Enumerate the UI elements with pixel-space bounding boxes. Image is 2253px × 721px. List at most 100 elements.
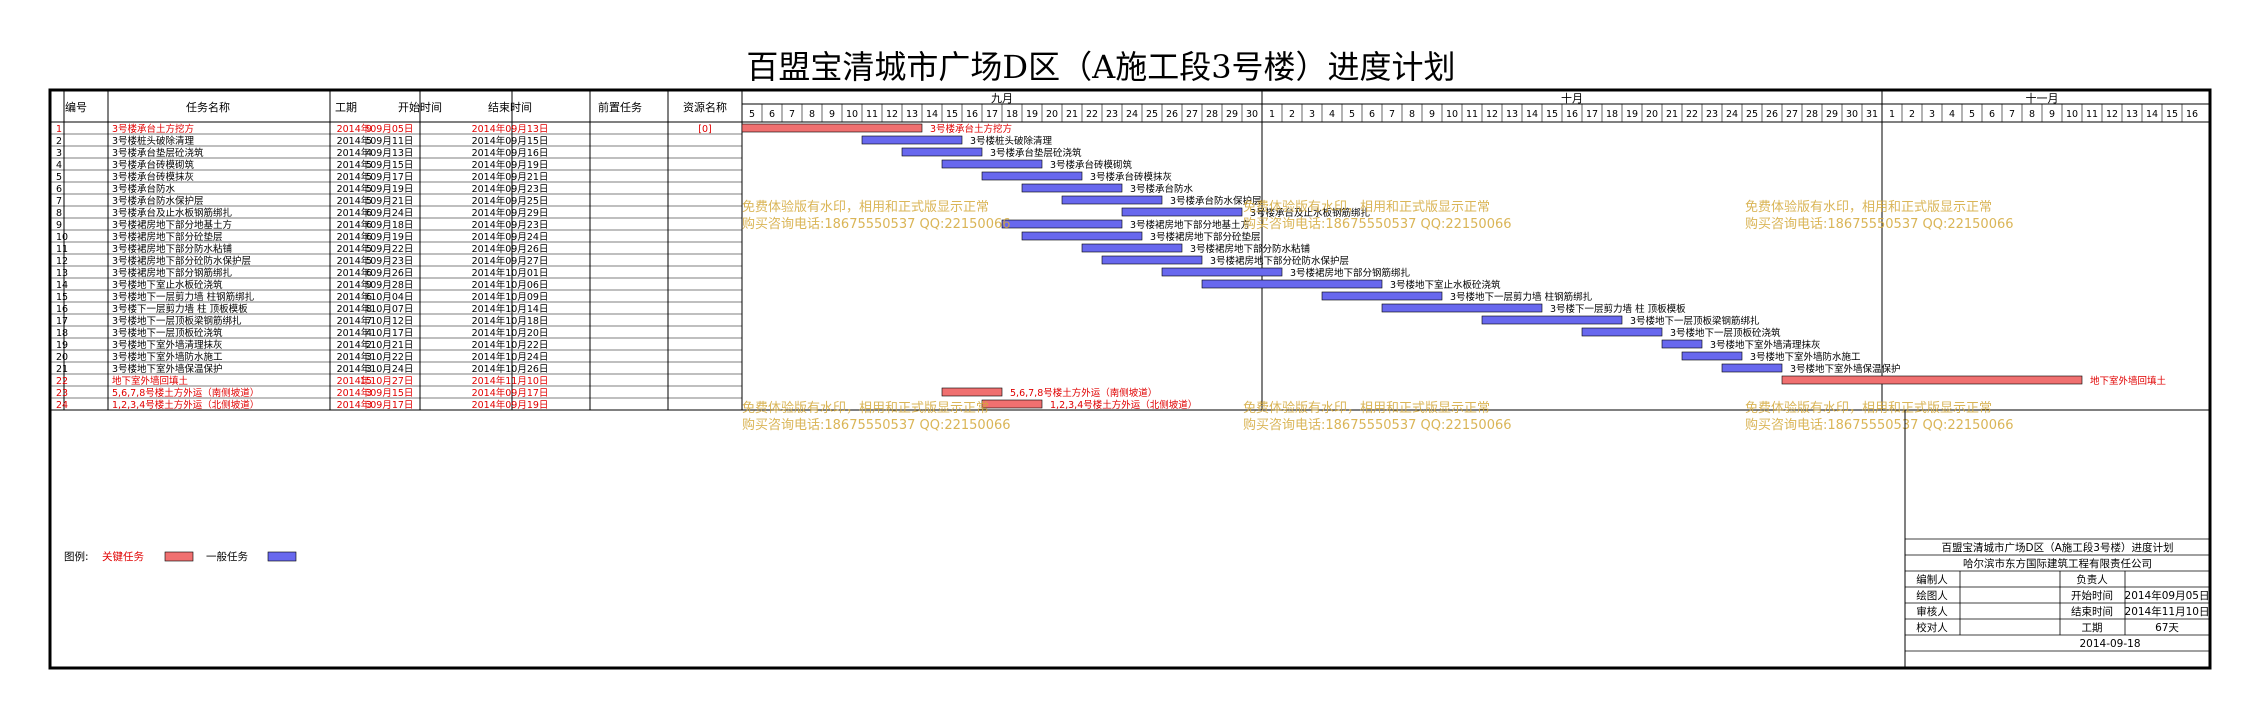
row-id: 15 bbox=[56, 292, 68, 303]
day-label: 25 bbox=[1746, 109, 1758, 120]
watermark-line: 购买咨询电话:18675550537 QQ:22150066 bbox=[1745, 216, 2014, 232]
task-bar-label: 3号楼裙房地下部分砼防水保护层 bbox=[1210, 255, 1349, 267]
legend-label: 图例: bbox=[64, 550, 89, 563]
day-label: 24 bbox=[1726, 109, 1738, 120]
day-label: 3 bbox=[1929, 109, 1935, 120]
task-bar bbox=[1061, 195, 1163, 205]
row-id: 12 bbox=[56, 256, 68, 267]
day-label: 7 bbox=[2009, 109, 2015, 120]
row-duration: 6 bbox=[366, 292, 372, 303]
day-label: 16 bbox=[2186, 109, 2198, 120]
row-id: 9 bbox=[56, 220, 62, 231]
task-bar-label: 3号楼承台砖模砌筑 bbox=[1050, 159, 1133, 171]
task-bar bbox=[901, 147, 983, 157]
drawn-by-label: 绘图人 bbox=[1916, 589, 1948, 602]
header-start: 开始时间 bbox=[398, 100, 442, 114]
row-name: 3号楼地下一层顶板梁钢筋绑扎 bbox=[112, 315, 242, 327]
day-label: 8 bbox=[2029, 109, 2035, 120]
row-start: 2014年09月11日 bbox=[337, 135, 414, 147]
row-id: 17 bbox=[56, 316, 68, 327]
row-duration: 3 bbox=[366, 364, 372, 375]
page-title: 百盟宝清城市广场D区（A施工段3号楼）进度计划 bbox=[746, 48, 1455, 86]
row-duration: 5 bbox=[366, 244, 372, 255]
watermark-line: 购买咨询电话:18675550537 QQ:22150066 bbox=[1243, 417, 1512, 433]
day-label: 25 bbox=[1146, 109, 1158, 120]
row-start: 2014年10月12日 bbox=[337, 315, 414, 327]
month-label: 十月 bbox=[1561, 91, 1583, 105]
row-duration: 9 bbox=[366, 280, 372, 291]
row-end: 2014年10月26日 bbox=[472, 363, 549, 375]
day-label: 13 bbox=[906, 109, 918, 120]
row-end: 2014年09月24日 bbox=[472, 231, 549, 243]
day-label: 10 bbox=[1446, 109, 1458, 120]
day-label: 21 bbox=[1666, 109, 1678, 120]
day-label: 12 bbox=[886, 109, 898, 120]
row-name: 3号楼裙房地下部分砼防水保护层 bbox=[112, 255, 251, 267]
reviewed-by-label: 审核人 bbox=[1916, 605, 1948, 618]
row-end: 2014年09月23日 bbox=[472, 183, 549, 195]
gantt-bars: 3号楼承台土方挖方3号楼桩头破除清理3号楼承台垫层砼浇筑3号楼承台砖模砌筑3号楼… bbox=[741, 123, 2167, 411]
day-label: 8 bbox=[1409, 109, 1415, 120]
row-end: 2014年09月25日 bbox=[472, 195, 549, 207]
row-duration: 9 bbox=[366, 124, 372, 135]
day-label: 8 bbox=[809, 109, 815, 120]
row-name: 3号楼承台及止水板钢筋绑扎 bbox=[112, 207, 233, 219]
task-bar-label: 3号楼裙房地下部分地基土方 bbox=[1130, 219, 1250, 231]
row-id: 24 bbox=[56, 400, 68, 411]
task-bar bbox=[1721, 363, 1783, 373]
day-label: 9 bbox=[829, 109, 835, 120]
day-label: 11 bbox=[1466, 109, 1478, 120]
day-label: 31 bbox=[1866, 109, 1878, 120]
task-bar-label: 3号楼承台及止水板钢筋绑扎 bbox=[1250, 207, 1371, 219]
task-bar-label: 3号楼承台砖模抹灰 bbox=[1090, 171, 1172, 183]
end-value: 2014年11月10日 bbox=[2125, 605, 2210, 618]
row-end: 2014年10月18日 bbox=[472, 315, 549, 327]
row-id: 7 bbox=[56, 196, 62, 207]
task-bar bbox=[981, 171, 1083, 181]
day-label: 14 bbox=[1526, 109, 1538, 120]
task-bar bbox=[1101, 255, 1203, 265]
task-bar bbox=[1481, 315, 1623, 325]
row-start: 2014年09月19日 bbox=[337, 231, 414, 243]
task-bar-label: 3号楼地下室外墙保温保护 bbox=[1790, 363, 1901, 375]
row-end: 2014年09月23日 bbox=[472, 219, 549, 231]
row-start: 2014年09月22日 bbox=[337, 243, 414, 255]
day-label: 29 bbox=[1226, 109, 1238, 120]
day-label: 12 bbox=[1486, 109, 1498, 120]
row-end: 2014年10月22日 bbox=[472, 339, 549, 351]
day-label: 23 bbox=[1106, 109, 1118, 120]
header-pred: 前置任务 bbox=[598, 100, 642, 114]
day-label: 29 bbox=[1826, 109, 1838, 120]
task-bar-label: 3号楼地下室外墙清理抹灰 bbox=[1710, 339, 1821, 351]
legend-normal-swatch bbox=[267, 551, 297, 562]
day-label: 22 bbox=[1686, 109, 1698, 120]
task-bar bbox=[1381, 303, 1543, 313]
row-duration: 6 bbox=[366, 268, 372, 279]
row-end: 2014年09月16日 bbox=[472, 147, 549, 159]
day-label: 9 bbox=[2049, 109, 2055, 120]
day-label: 2 bbox=[1289, 109, 1295, 120]
day-label: 3 bbox=[1309, 109, 1315, 120]
row-id: 13 bbox=[56, 268, 68, 279]
row-id: 19 bbox=[56, 340, 68, 351]
task-bar bbox=[1121, 207, 1243, 217]
month-label: 九月 bbox=[991, 92, 1013, 105]
day-label: 13 bbox=[2126, 109, 2138, 120]
row-duration: 3 bbox=[366, 388, 372, 399]
day-label: 15 bbox=[2166, 109, 2178, 120]
day-label: 14 bbox=[926, 109, 938, 120]
day-label: 15 bbox=[1546, 109, 1558, 120]
day-label: 20 bbox=[1646, 109, 1658, 120]
task-bar bbox=[1021, 231, 1143, 241]
row-end: 2014年10月06日 bbox=[472, 279, 549, 291]
day-label: 9 bbox=[1429, 109, 1435, 120]
row-name: 3号楼承台防水保护层 bbox=[112, 195, 204, 207]
day-label: 5 bbox=[1349, 109, 1355, 120]
row-duration: 5 bbox=[366, 160, 372, 171]
row-end: 2014年09月17日 bbox=[472, 387, 549, 399]
watermark-line: 免费体验版有水印，相用和正式版显示正常 bbox=[742, 199, 989, 215]
header-end: 结束时间 bbox=[488, 101, 532, 114]
end-label: 结束时间 bbox=[2071, 605, 2113, 618]
